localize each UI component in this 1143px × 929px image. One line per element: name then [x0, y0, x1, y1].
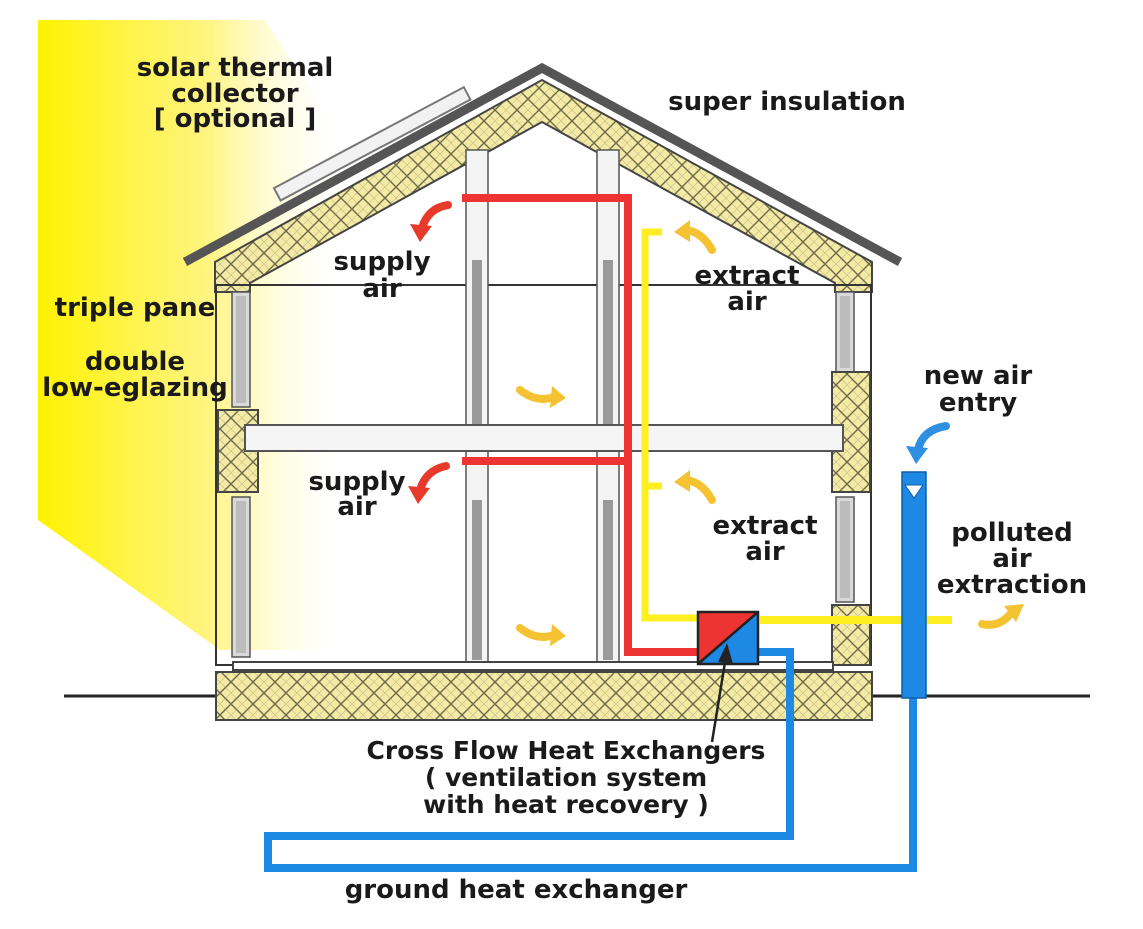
heat-exchanger-label-2: ( ventilation system — [425, 763, 707, 792]
triple-pane-label: triple pane — [55, 293, 216, 323]
ground-heat-exchanger-label: ground heat exchanger — [345, 875, 688, 905]
double-glazing-label-1: double — [85, 347, 185, 377]
extract-arrow-lower — [674, 470, 716, 504]
heat-exchanger-label-1: Cross Flow Heat Exchangers — [367, 736, 766, 765]
solar-collector-label-3: [ optional ] — [154, 104, 317, 134]
fresh-air-duct — [264, 471, 927, 872]
sunlight — [38, 20, 350, 650]
polluted-air-label-1: polluted — [951, 518, 1072, 548]
extract-air-upper-label-1: extract — [694, 261, 799, 291]
supply-arrow-lower — [408, 462, 450, 504]
supply-air-upper-label-2: air — [362, 274, 401, 304]
extract-air-upper-label-2: air — [727, 287, 766, 317]
extract-air-lower-label-1: extract — [712, 511, 817, 541]
supply-air-lower-label-2: air — [337, 492, 376, 522]
solar-collector-label-1: solar thermal — [137, 53, 334, 83]
exchanger-pointer-line — [710, 649, 729, 743]
polluted-air-label-2: air — [992, 544, 1031, 574]
exchanger-pointer-head — [718, 643, 733, 664]
heat-exchanger-label-3: with heat recovery ) — [423, 790, 709, 819]
double-glazing-label-2: low-eglazing — [42, 373, 227, 403]
right-wall — [831, 291, 871, 666]
middle-floor-slab — [244, 424, 844, 452]
supply-air-lower-label-1: supply — [308, 467, 405, 497]
flow-arrow-lower-room — [516, 624, 566, 646]
extract-arrow-upper — [674, 220, 716, 254]
left-wall — [217, 291, 259, 658]
new-air-entry-label-2: entry — [939, 388, 1017, 418]
flow-arrow-upper-room — [516, 386, 566, 408]
extract-air-lower-label-2: air — [745, 537, 784, 567]
foundation-insulation — [215, 671, 873, 721]
solar-collector — [272, 85, 472, 202]
heat-exchanger — [696, 610, 760, 666]
supply-arrow-upper — [410, 201, 452, 242]
new-air-entry-arrow — [906, 422, 950, 464]
interior-columns — [465, 149, 620, 666]
solar-collector-label-2: collector — [171, 79, 298, 109]
supply-air-upper-label-1: supply — [333, 247, 430, 277]
polluted-air-label-3: extraction — [937, 570, 1087, 600]
roof — [182, 62, 903, 266]
super-insulation-label: super insulation — [668, 87, 906, 117]
polluted-air-arrow — [978, 604, 1024, 629]
ground-floor-slab — [232, 661, 834, 671]
supply-air-duct — [462, 194, 700, 656]
new-air-entry-label-1: new air — [924, 361, 1033, 391]
